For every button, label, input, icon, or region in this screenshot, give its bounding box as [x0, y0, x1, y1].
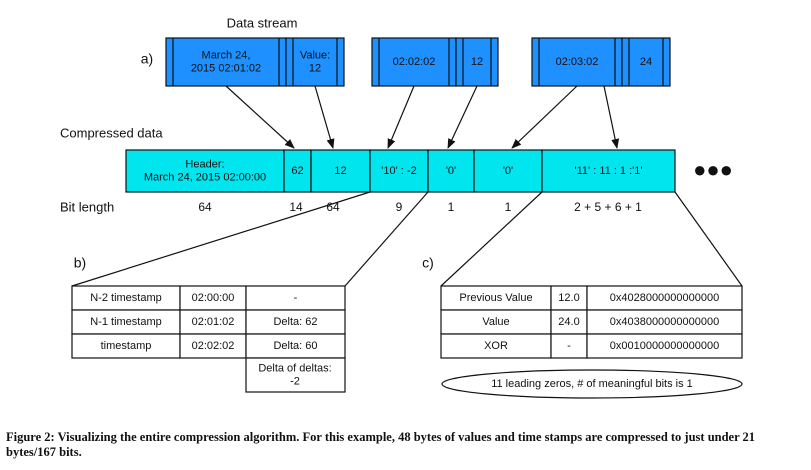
marker-b: b): [74, 255, 86, 271]
table-c-text: 0x4038000000000000: [610, 316, 720, 328]
table-c-cell: [440, 333, 552, 359]
note-ellipse: [441, 369, 743, 399]
bit-length-value: 64: [198, 200, 212, 214]
table-c-text: -: [567, 340, 571, 352]
table-c-cell: [586, 285, 743, 311]
stream-arrow: [314, 85, 335, 149]
table-b-text: N-2 timestamp: [90, 292, 162, 304]
table-b-cell: [179, 333, 247, 359]
compressed-cell-text: '10' : -2: [381, 165, 416, 177]
stream-time-text: 02:02:02: [393, 56, 436, 68]
stream-time-cell: [165, 37, 287, 87]
stream-value-text: 24: [640, 56, 652, 68]
marker-a: a): [141, 51, 153, 67]
figure-caption: Figure 2: Visualizing the entire compres…: [6, 430, 756, 459]
bit-length-value: 2 + 5 + 6 + 1: [574, 200, 642, 214]
table-c-cell: [550, 333, 588, 359]
data-stream-label: Data stream: [227, 15, 298, 30]
table-b-text: Delta: 60: [273, 340, 317, 352]
table-b-text: 02:01:02: [192, 316, 235, 328]
bit-length-value: 1: [448, 200, 455, 214]
table-b-cell: [245, 309, 346, 335]
bit-length-value: 9: [396, 200, 403, 214]
table-b-extra-cell: [245, 357, 346, 393]
table-c-text: 24.0: [558, 316, 579, 328]
compressed-cell-text: '11' : 11 : 1 :'1': [575, 165, 643, 177]
table-c-text: XOR: [484, 340, 508, 352]
compressed-cell-text: '0': [503, 165, 513, 177]
compressed-cell-text: '0': [446, 165, 456, 177]
stream-value-text: 12: [471, 56, 483, 68]
stream-value-text: Value:12: [300, 49, 330, 74]
compressed-cell: [283, 149, 312, 193]
stream-arrow: [603, 85, 620, 149]
stream-arrow: [387, 85, 415, 149]
compressed-cell: [541, 149, 676, 193]
table-b-extra-text: Delta of deltas:-2: [258, 362, 331, 387]
marker-c: c): [422, 255, 434, 271]
table-c-cell: [586, 309, 743, 335]
zoom-line: [440, 191, 543, 287]
bit-length-label: Bit length: [60, 199, 114, 214]
ellipsis-dots: ●●●: [693, 157, 733, 182]
bit-length-value: 64: [326, 200, 340, 214]
table-b-cell: [71, 309, 181, 335]
table-c-cell: [586, 333, 743, 359]
table-b-text: Delta: 62: [273, 316, 317, 328]
stream-arrow: [511, 85, 578, 149]
compressed-cell-text: Header:March 24, 2015 02:00:00: [144, 158, 266, 183]
table-b-cell: [245, 333, 346, 359]
note-text: 11 leading zeros, # of meaningful bits i…: [491, 378, 693, 390]
compressed-cell: [473, 149, 543, 193]
compressed-cell: [125, 149, 285, 193]
table-b-text: timestamp: [101, 340, 152, 352]
stream-time-text: March 24,2015 02:01:02: [191, 49, 261, 74]
table-c-text: 12.0: [558, 292, 579, 304]
compressed-cell-text: 12: [334, 165, 346, 177]
compressed-cell-text: 62: [291, 165, 303, 177]
compressed-data-label: Compressed data: [60, 125, 163, 140]
table-b-cell: [245, 285, 346, 311]
table-c-text: Previous Value: [459, 292, 532, 304]
zoom-line: [71, 191, 371, 287]
bit-length-value: 1: [505, 200, 512, 214]
table-b-text: 02:02:02: [192, 340, 235, 352]
table-c-text: 0x4028000000000000: [610, 292, 720, 304]
stream-time-text: 02:03:02: [556, 56, 599, 68]
table-b-text: -: [294, 292, 298, 304]
stream-arrow: [447, 85, 478, 149]
zoom-line: [674, 191, 743, 287]
stream-arrow: [225, 85, 295, 149]
table-b-text: N-1 timestamp: [90, 316, 162, 328]
bit-length-value: 14: [289, 200, 303, 214]
table-b-text: 02:00:00: [192, 292, 235, 304]
stream-time-cell: [531, 37, 623, 87]
compressed-cell: [369, 149, 429, 193]
stream-value-cell: [285, 37, 345, 87]
table-c-text: 0x0010000000000000: [610, 340, 720, 352]
table-c-text: Value: [482, 316, 509, 328]
table-b-cell: [179, 285, 247, 311]
stream-value-cell: [621, 37, 671, 87]
zoom-line: [344, 191, 429, 287]
table-b-cell: [179, 309, 247, 335]
